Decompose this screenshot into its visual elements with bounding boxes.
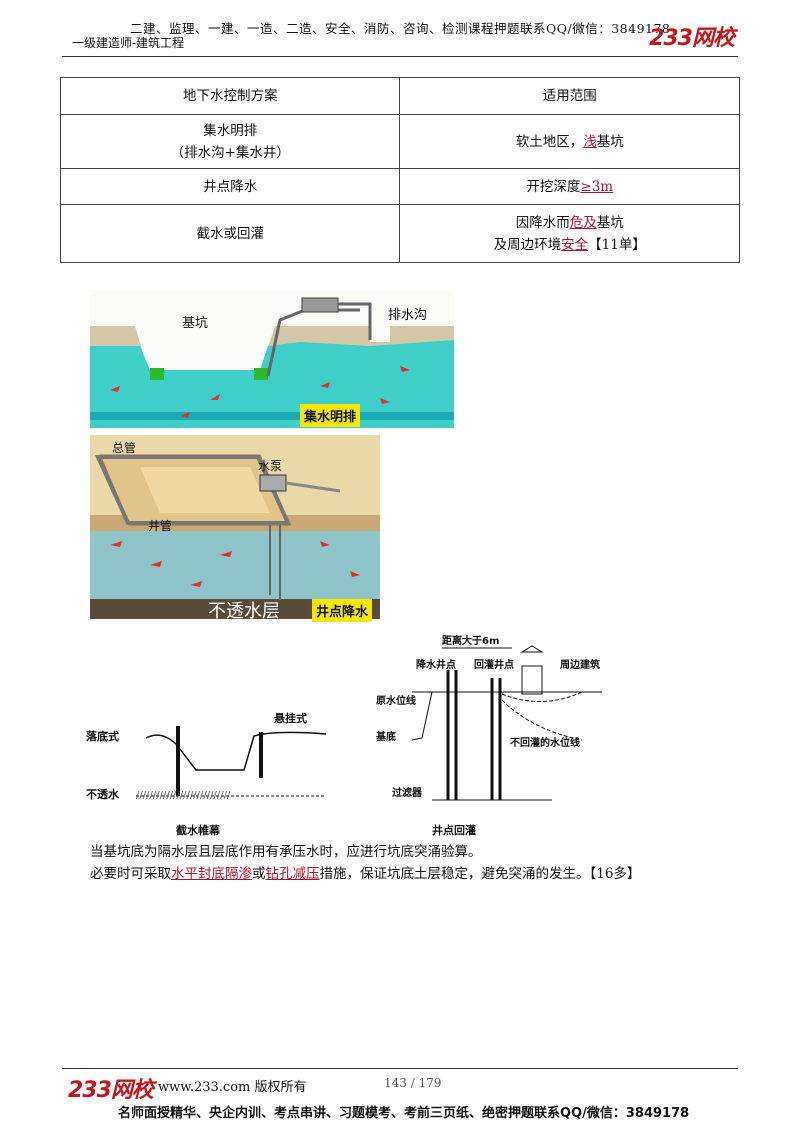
table-header-cell: 地下水控制方案	[59, 77, 401, 115]
paragraph-text: 措施，保证坑底土层稳定，避免突涌的发生。【16多】	[319, 866, 641, 882]
range-text: 基坑	[596, 133, 624, 150]
range-text: 【11单】	[588, 236, 646, 253]
header-subtitle: 一级建造师-建筑工程	[72, 36, 185, 50]
header-contact-line: 二建、监理、一建、一造、二造、安全、消防、咨询、检测课程押题联系QQ/微信：38…	[130, 21, 671, 36]
footer-contact-line: 名师面授精华、央企内训、考点串讲、习题模考、考前三页纸、绝密押题联系QQ/微信：…	[118, 1106, 690, 1121]
cutoff-curtain-figure: //////////////////////////// 落底式 悬挂式 不透水…	[86, 700, 336, 840]
wellpoint-figure: 总管 水泵 井管 不透水层 井点降水	[90, 435, 380, 622]
no-recharge-level-label: 不回灌的水位线	[510, 738, 580, 749]
table-row: 井点降水 开挖深度≥3m	[59, 168, 740, 205]
building-label: 周边建筑	[560, 660, 600, 671]
open-drainage-figure: 基坑 排水沟 集水明排	[90, 290, 454, 428]
range-highlight: ≥3m	[580, 178, 614, 195]
brand-logo: 233网校	[649, 26, 735, 51]
cutoff-curtain-illustration: ////////////////////////////	[136, 726, 327, 801]
range-text: 软土地区，	[515, 133, 584, 150]
footer-site-link[interactable]: www.233.com 版权所有	[158, 1080, 307, 1095]
well-pipe-label: 井管	[148, 519, 173, 533]
range-highlight: 安全	[561, 236, 589, 253]
method-detail: （排水沟+集水井）	[170, 144, 290, 161]
hanging-label: 悬挂式	[274, 712, 307, 725]
base-label: 基底	[376, 732, 396, 743]
svg-text:////////////////////////////: ////////////////////////////	[136, 790, 231, 801]
recharge-well-label: 回灌井点	[474, 660, 514, 671]
impermeable-label: 不透水	[86, 788, 119, 801]
body-paragraph: 当基坑底为隔水层且层底作用有承压水时，应进行坑底突涌验算。	[90, 844, 482, 860]
table-row: 截水或回灌 因降水而危及基坑 及周边环境安全【11单】	[59, 204, 740, 263]
pump-label: 水泵	[258, 459, 283, 473]
table-cell-method: 截水或回灌	[59, 204, 401, 263]
range-text: 开挖深度	[526, 178, 581, 195]
footer-divider	[62, 1068, 738, 1069]
dewatering-well-label: 降水井点	[416, 660, 456, 671]
figure-caption: 截水帷幕	[176, 824, 220, 837]
distance-label: 距离大于6m	[442, 636, 500, 647]
wellpoint-illustration	[90, 435, 380, 619]
table-row: 集水明排 （排水沟+集水井） 软土地区，浅基坑	[59, 114, 740, 169]
ditch-label: 排水沟	[388, 308, 428, 323]
range-text: 因降水而	[515, 214, 570, 231]
table-cell-method: 井点降水	[59, 168, 401, 205]
pit-label: 基坑	[182, 316, 209, 331]
table-cell-method: 集水明排 （排水沟+集水井）	[59, 114, 401, 169]
main-pipe-label: 总管	[112, 441, 137, 455]
figure-caption: 集水明排	[300, 404, 361, 427]
paragraph-text: 必要时可采取	[90, 866, 171, 882]
header-divider	[62, 56, 738, 57]
recharge-illustration	[411, 645, 602, 801]
range-highlight: 浅	[583, 133, 597, 150]
footer-logo: 233网校	[68, 1078, 154, 1103]
range-text: 及周边环境	[493, 236, 562, 253]
paragraph-highlight: 水平封底隔渗	[171, 866, 252, 882]
table-header-cell: 适用范围	[399, 77, 740, 115]
method-name: 集水明排	[203, 122, 258, 139]
filter-label: 过滤器	[392, 788, 422, 799]
falling-bottom-label: 落底式	[86, 730, 119, 743]
range-highlight: 危及	[569, 214, 597, 231]
open-drainage-illustration	[90, 290, 454, 428]
paragraph-highlight: 钻孔减压	[265, 866, 320, 882]
paragraph-text: 或	[252, 866, 266, 882]
figure-caption: 井点降水	[312, 599, 373, 622]
table-header-row: 地下水控制方案 适用范围	[59, 77, 740, 115]
original-level-label: 原水位线	[376, 696, 416, 707]
table-cell-range: 开挖深度≥3m	[399, 168, 740, 205]
figure-caption: 井点回灌	[432, 824, 476, 837]
page-number: 143 / 179	[384, 1076, 442, 1090]
body-paragraph: 必要时可采取水平封底隔渗或钻孔减压措施，保证坑底土层稳定，避免突涌的发生。【16…	[90, 864, 640, 884]
range-text: 基坑	[596, 214, 624, 231]
impermeable-layer-label: 不透水层	[208, 601, 280, 622]
recharge-figure: 距离大于6m 降水井点 回灌井点 周边建筑 原水位线 基底 不回灌的水位线 过滤…	[372, 630, 662, 837]
table-cell-range: 因降水而危及基坑 及周边环境安全【11单】	[399, 204, 740, 263]
table-cell-range: 软土地区，浅基坑	[399, 114, 740, 169]
groundwater-control-table: 地下水控制方案 适用范围 集水明排 （排水沟+集水井） 软土地区，浅基坑 井点降…	[59, 77, 740, 263]
